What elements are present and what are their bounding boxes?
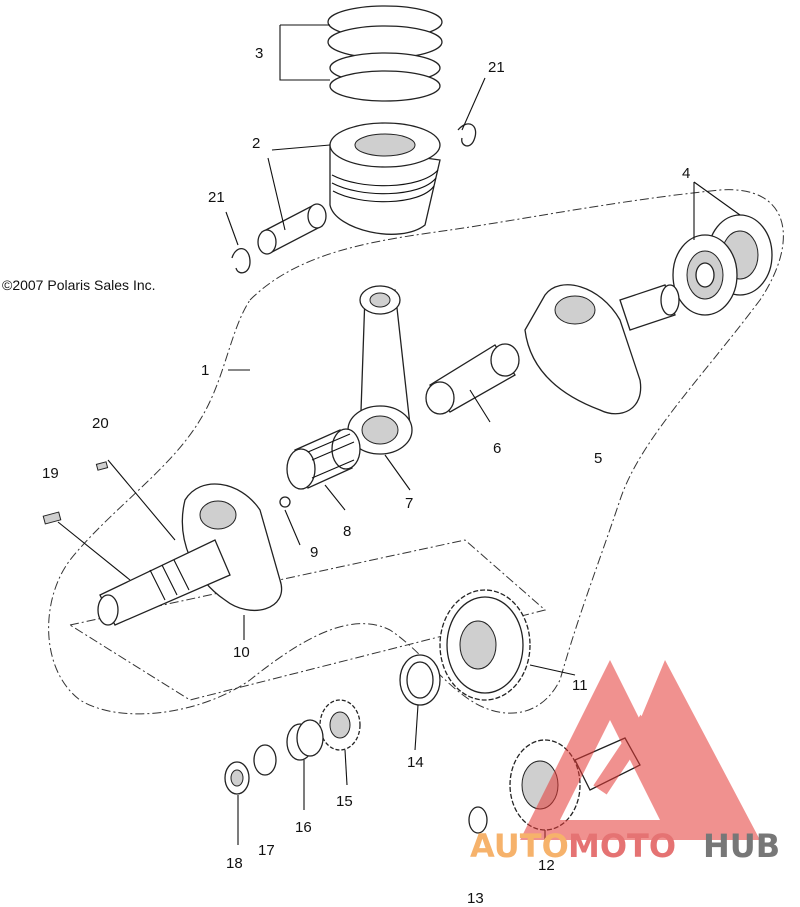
connecting-rod	[347, 285, 413, 455]
crank-half-left	[97, 483, 283, 626]
label-1: 1	[201, 362, 209, 379]
label-16: 16	[295, 819, 312, 836]
bushing-16	[286, 719, 324, 761]
label-11: 11	[572, 677, 588, 694]
piston-pin	[257, 203, 327, 255]
label-7: 7	[405, 495, 413, 512]
key-20	[95, 461, 109, 471]
nut-18	[224, 761, 250, 795]
crank-pin	[425, 343, 520, 415]
ball	[279, 496, 291, 508]
label-8: 8	[343, 523, 351, 540]
label-2: 2	[252, 135, 260, 152]
main-bearings	[672, 214, 773, 316]
label-9: 9	[310, 544, 318, 561]
copyright-text: ©2007 Polaris Sales Inc.	[2, 277, 156, 293]
label-15: 15	[336, 793, 353, 810]
leader-lines	[57, 24, 741, 845]
watermark-text: AUTO MOTO HUB	[470, 827, 780, 865]
label-18: 18	[226, 855, 243, 872]
label-14: 14	[407, 754, 424, 771]
sprocket-15	[319, 699, 361, 751]
watermark-triangle-icon	[520, 660, 760, 840]
piston-rings	[327, 5, 443, 102]
label-21-lower: 21	[208, 189, 225, 206]
thrust-washer-inner	[406, 661, 434, 699]
label-6: 6	[493, 440, 501, 457]
crankshaft-assembly-outline	[48, 189, 784, 715]
label-20: 20	[92, 415, 109, 432]
label-10: 10	[233, 644, 250, 661]
watermark-logo	[520, 660, 760, 840]
watermark-hub: HUB	[703, 827, 780, 865]
piston	[329, 122, 441, 235]
label-12: 12	[538, 857, 555, 874]
crank-half-right	[524, 284, 680, 415]
watermark-moto: MOTO	[568, 827, 676, 865]
label-19: 19	[42, 465, 59, 482]
gear-11	[439, 589, 531, 701]
circlip-lower	[231, 248, 251, 274]
needle-bearing	[286, 428, 361, 490]
label-21-upper: 21	[488, 59, 505, 76]
circlip-upper	[457, 123, 477, 147]
label-5: 5	[594, 450, 602, 467]
label-17: 17	[258, 842, 275, 859]
label-13: 13	[467, 890, 484, 907]
label-4: 4	[682, 165, 690, 182]
crank-half-outline	[68, 539, 547, 701]
key-19	[42, 511, 62, 525]
washer-17	[253, 744, 277, 776]
watermark-auto: AUTO	[470, 827, 569, 865]
circlip-13	[468, 806, 488, 834]
label-3: 3	[255, 45, 263, 62]
